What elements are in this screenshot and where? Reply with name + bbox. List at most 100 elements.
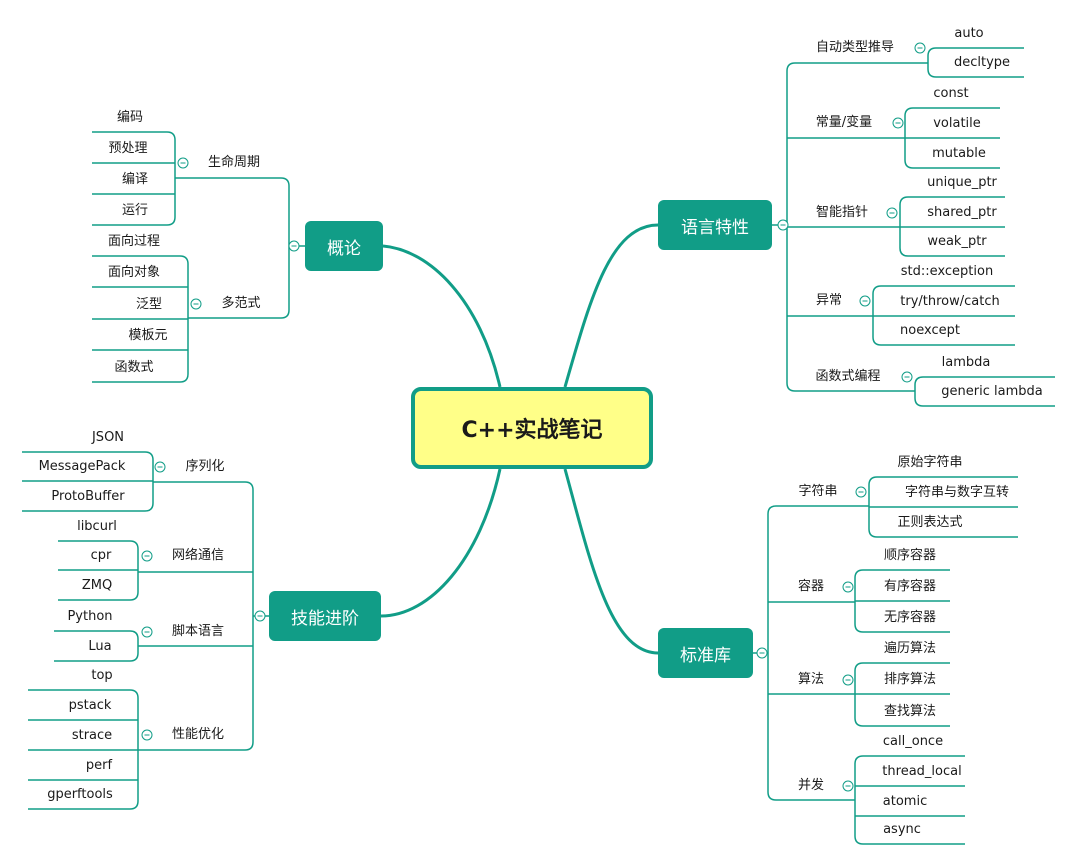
- branch-advanced-label: 技能进阶: [291, 608, 359, 629]
- stdlib-group-2-collapse-icon[interactable]: [842, 674, 854, 686]
- language-group-0-item-0[interactable]: auto: [954, 26, 984, 41]
- stdlib-group-3-item-0[interactable]: call_once: [882, 734, 944, 749]
- stdlib-group-1-label[interactable]: 容器: [797, 579, 825, 594]
- advanced-group-3-label[interactable]: 性能优化: [171, 727, 225, 742]
- advanced-group-3-item-2[interactable]: strace: [71, 728, 113, 743]
- stdlib-group-1-item-0[interactable]: 顺序容器: [883, 548, 937, 563]
- language-group-3-item-2-line: [872, 336, 1015, 346]
- language-group-0-collapse-icon[interactable]: [914, 42, 926, 54]
- overview-group-0-item-2[interactable]: 编译: [121, 172, 149, 187]
- stdlib-group-3-item-2[interactable]: atomic: [882, 794, 928, 809]
- overview-group-0-collapse-icon[interactable]: [177, 157, 189, 169]
- advanced-group-1-collapse-icon[interactable]: [141, 550, 153, 562]
- stdlib-group-2-label[interactable]: 算法: [797, 672, 825, 687]
- stdlib-collapse-icon[interactable]: [756, 647, 768, 659]
- language-group-1-item-0-line: [904, 107, 1000, 117]
- language-group-2-item-0-line: [899, 196, 1005, 206]
- overview-group-1-item-4[interactable]: 函数式: [114, 360, 154, 375]
- overview-group-0-label[interactable]: 生命周期: [207, 155, 261, 170]
- advanced-group-0-item-0[interactable]: JSON: [91, 430, 125, 445]
- overview-group-0-item-0[interactable]: 编码: [116, 110, 144, 125]
- language-group-3-item-2[interactable]: noexcept: [900, 323, 960, 338]
- stdlib-group-3-collapse-icon[interactable]: [842, 780, 854, 792]
- advanced-group-3-collapse-icon[interactable]: [141, 729, 153, 741]
- link-root-overview: [382, 244, 502, 388]
- stdlib-group-3-item-0-line: [854, 755, 965, 765]
- language-group-4-item-1[interactable]: generic lambda: [941, 384, 1043, 399]
- advanced-group-2-item-1-line: [54, 652, 139, 662]
- overview-group-1-collapse-icon[interactable]: [190, 298, 202, 310]
- language-group-3-collapse-icon[interactable]: [859, 295, 871, 307]
- stdlib-group-3-item-3[interactable]: async: [883, 822, 921, 837]
- stdlib-group-0-label[interactable]: 字符串: [798, 484, 838, 499]
- overview-group-0-item-1[interactable]: 预处理: [108, 141, 148, 156]
- advanced-group-1-item-2-line: [58, 591, 139, 601]
- advanced-group-2-item-1[interactable]: Lua: [88, 639, 112, 654]
- advanced-collapse-icon[interactable]: [254, 610, 266, 622]
- language-group-1-label[interactable]: 常量/变量: [815, 115, 873, 130]
- language-group-1-item-0[interactable]: const: [933, 86, 969, 101]
- overview-group-1-item-2[interactable]: 泛型: [135, 297, 163, 312]
- advanced-group-0-collapse-icon[interactable]: [154, 461, 166, 473]
- language-group-0-item-1[interactable]: decltype: [953, 55, 1011, 70]
- language-group-4-item-0[interactable]: lambda: [941, 355, 991, 370]
- advanced-group-1-item-1[interactable]: cpr: [90, 548, 112, 563]
- stdlib-group-2-item-2[interactable]: 查找算法: [883, 704, 937, 719]
- language-group-2-collapse-icon[interactable]: [886, 207, 898, 219]
- language-group-4-label[interactable]: 函数式编程: [815, 369, 881, 384]
- language-group-3-label[interactable]: 异常: [815, 293, 843, 308]
- advanced-group-3-item-4[interactable]: gperftools: [47, 787, 113, 802]
- language-group-2-item-1[interactable]: shared_ptr: [927, 205, 997, 220]
- advanced-group-1-item-2[interactable]: ZMQ: [81, 578, 113, 593]
- advanced-group-2-label[interactable]: 脚本语言: [171, 624, 225, 639]
- branch-advanced[interactable]: 技能进阶: [269, 591, 381, 641]
- advanced-group-3-item-0[interactable]: top: [91, 668, 113, 683]
- language-group-2-label[interactable]: 智能指针: [815, 205, 869, 220]
- link-root-language: [563, 223, 659, 388]
- language-group-2-item-2-line: [899, 247, 1005, 257]
- overview-group-1-label[interactable]: 多范式: [221, 296, 261, 311]
- root-node[interactable]: C++实战笔记: [411, 387, 653, 469]
- advanced-group-1-label[interactable]: 网络通信: [171, 548, 225, 563]
- advanced-group-2-collapse-icon[interactable]: [141, 626, 153, 638]
- stdlib-group-0-item-0[interactable]: 原始字符串: [897, 455, 963, 470]
- stdlib-group-1-item-2[interactable]: 无序容器: [883, 610, 937, 625]
- language-group-1-item-1[interactable]: volatile: [933, 116, 981, 131]
- language-group-2-item-0[interactable]: unique_ptr: [927, 175, 997, 190]
- overview-group-1-line: [188, 309, 290, 319]
- stdlib-group-3-item-1[interactable]: thread_local: [882, 764, 962, 779]
- language-group-0-label[interactable]: 自动类型推导: [815, 40, 895, 55]
- overview-group-0-item-3[interactable]: 运行: [121, 203, 149, 218]
- language-group-1-collapse-icon[interactable]: [892, 117, 904, 129]
- stdlib-group-0-collapse-icon[interactable]: [855, 486, 867, 498]
- language-group-3-item-1[interactable]: try/throw/catch: [900, 294, 1000, 309]
- language-group-2-item-2[interactable]: weak_ptr: [927, 234, 987, 249]
- stdlib-group-2-item-0[interactable]: 遍历算法: [883, 641, 937, 656]
- overview-group-1-item-1[interactable]: 面向对象: [107, 265, 161, 280]
- overview-group-1-item-0[interactable]: 面向过程: [107, 234, 161, 249]
- advanced-group-3-item-3[interactable]: perf: [85, 758, 113, 773]
- overview-collapse-icon[interactable]: [288, 240, 300, 252]
- language-group-3-item-0[interactable]: std::exception: [900, 264, 994, 279]
- stdlib-group-1-collapse-icon[interactable]: [842, 581, 854, 593]
- overview-group-1-item-3[interactable]: 模板元: [128, 328, 168, 343]
- stdlib-group-1-item-1[interactable]: 有序容器: [883, 579, 937, 594]
- language-collapse-icon[interactable]: [777, 219, 789, 231]
- branch-stdlib[interactable]: 标准库: [658, 628, 753, 678]
- advanced-group-1-item-0[interactable]: libcurl: [77, 519, 117, 534]
- stdlib-group-2-item-1[interactable]: 排序算法: [883, 672, 937, 687]
- language-group-1-item-2[interactable]: mutable: [932, 146, 986, 161]
- advanced-group-0-item-1[interactable]: MessagePack: [38, 459, 126, 474]
- advanced-group-3-item-1[interactable]: pstack: [68, 698, 112, 713]
- stdlib-group-0-item-1[interactable]: 字符串与数字互转: [904, 485, 1010, 500]
- advanced-group-0-label[interactable]: 序列化: [185, 459, 225, 474]
- stdlib-group-0-item-0-line: [868, 476, 1018, 486]
- stdlib-group-0-item-2[interactable]: 正则表达式: [897, 515, 963, 530]
- language-group-0-item-0-line: [927, 47, 1024, 57]
- advanced-group-2-item-0[interactable]: Python: [67, 609, 113, 624]
- language-group-4-collapse-icon[interactable]: [901, 371, 913, 383]
- branch-language[interactable]: 语言特性: [658, 200, 772, 250]
- stdlib-group-3-label[interactable]: 并发: [797, 778, 825, 793]
- branch-overview[interactable]: 概论: [305, 221, 383, 271]
- advanced-group-0-item-2[interactable]: ProtoBuffer: [51, 489, 125, 504]
